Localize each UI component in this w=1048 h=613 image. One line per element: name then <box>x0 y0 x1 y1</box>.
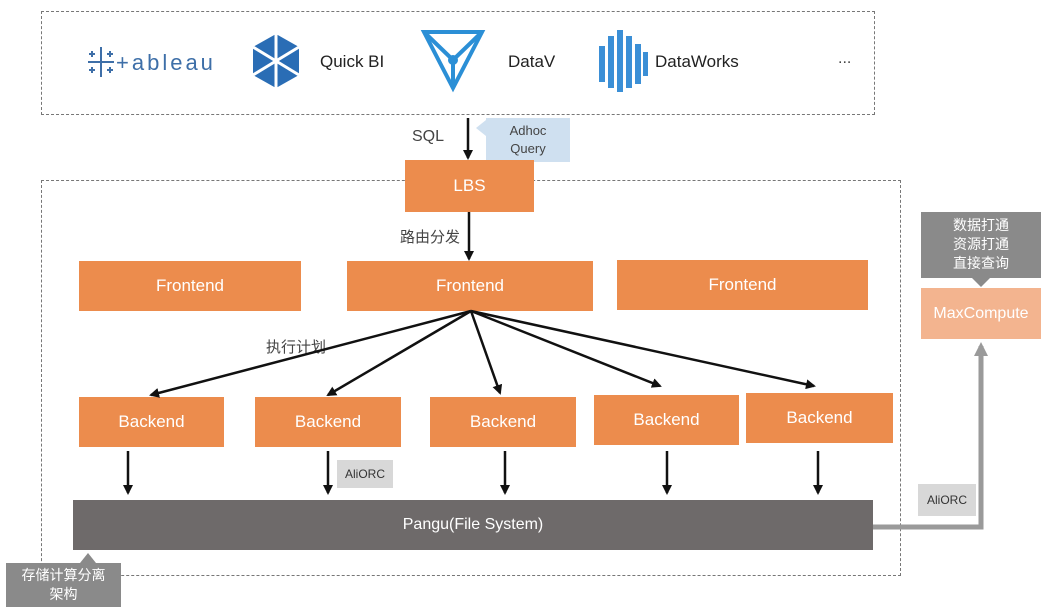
cross-callout-pointer <box>972 278 990 287</box>
adhoc-line-1: Adhoc <box>509 123 547 138</box>
adhoc-note-pointer <box>476 120 486 136</box>
arrow-frontend-to-backend-3 <box>469 310 503 395</box>
routing-label: 路由分发 <box>400 229 461 246</box>
aliorc-tag-link: AliORC <box>918 484 976 516</box>
sql-label: SQL <box>412 128 445 145</box>
cross-line-3: 直接查询 <box>953 255 1009 271</box>
dataworks-bars-icon <box>599 30 648 92</box>
maxcompute-node: MaxCompute <box>921 288 1041 339</box>
arrow-frontend-to-backend-4 <box>470 309 662 388</box>
backend-node-4: Backend <box>594 395 739 445</box>
dataworks-label: DataWorks <box>655 52 739 71</box>
backend-node-1: Backend <box>79 397 224 447</box>
arrow-frontend-to-backend-5 <box>470 309 816 390</box>
arrow-frontend-to-backend-1 <box>149 309 472 398</box>
cross-system-callout: 数据打通 资源打通 直接查询 <box>921 212 1041 278</box>
frontend-node-center: Frontend <box>347 261 593 311</box>
datav-triangle-icon <box>420 30 486 93</box>
quickbi-logo: Quick BI <box>250 32 400 92</box>
backend-node-2: Backend <box>255 397 401 447</box>
frontend-node-left: Frontend <box>79 261 301 311</box>
lbs-node: LBS <box>405 160 534 212</box>
dataworks-logo: DataWorks <box>597 30 767 92</box>
tableau-cross-icon <box>88 47 114 77</box>
arrow-frontend-to-backend-2 <box>326 309 472 397</box>
storage-compute-callout: 存储计算分离 架构 <box>6 563 121 607</box>
storage-callout-pointer <box>80 553 96 563</box>
adhoc-query-note: Adhoc Query <box>486 118 570 162</box>
datav-label: DataV <box>508 52 556 71</box>
tableau-wordmark: +ableau <box>116 50 216 75</box>
backend-node-3: Backend <box>430 397 576 447</box>
more-tools-ellipsis: ... <box>838 50 852 67</box>
storage-line-1: 存储计算分离 <box>21 567 106 583</box>
storage-line-2: 架构 <box>49 586 78 602</box>
cross-line-1: 数据打通 <box>953 217 1009 233</box>
quickbi-cube-icon <box>252 34 300 88</box>
aliorc-tag-backend: AliORC <box>337 460 393 488</box>
tableau-logo: +ableau <box>86 44 216 80</box>
adhoc-line-2: Query <box>510 141 546 156</box>
frontend-node-right: Frontend <box>617 260 868 310</box>
cross-line-2: 资源打通 <box>953 236 1009 252</box>
bi-tools-panel <box>41 11 875 115</box>
datav-logo: DataV <box>418 24 568 94</box>
pangu-file-system: Pangu(File System) <box>73 500 873 550</box>
quickbi-label: Quick BI <box>320 52 385 71</box>
backend-node-5: Backend <box>746 393 893 443</box>
arrow-pangu-to-maxcompute <box>873 342 988 530</box>
